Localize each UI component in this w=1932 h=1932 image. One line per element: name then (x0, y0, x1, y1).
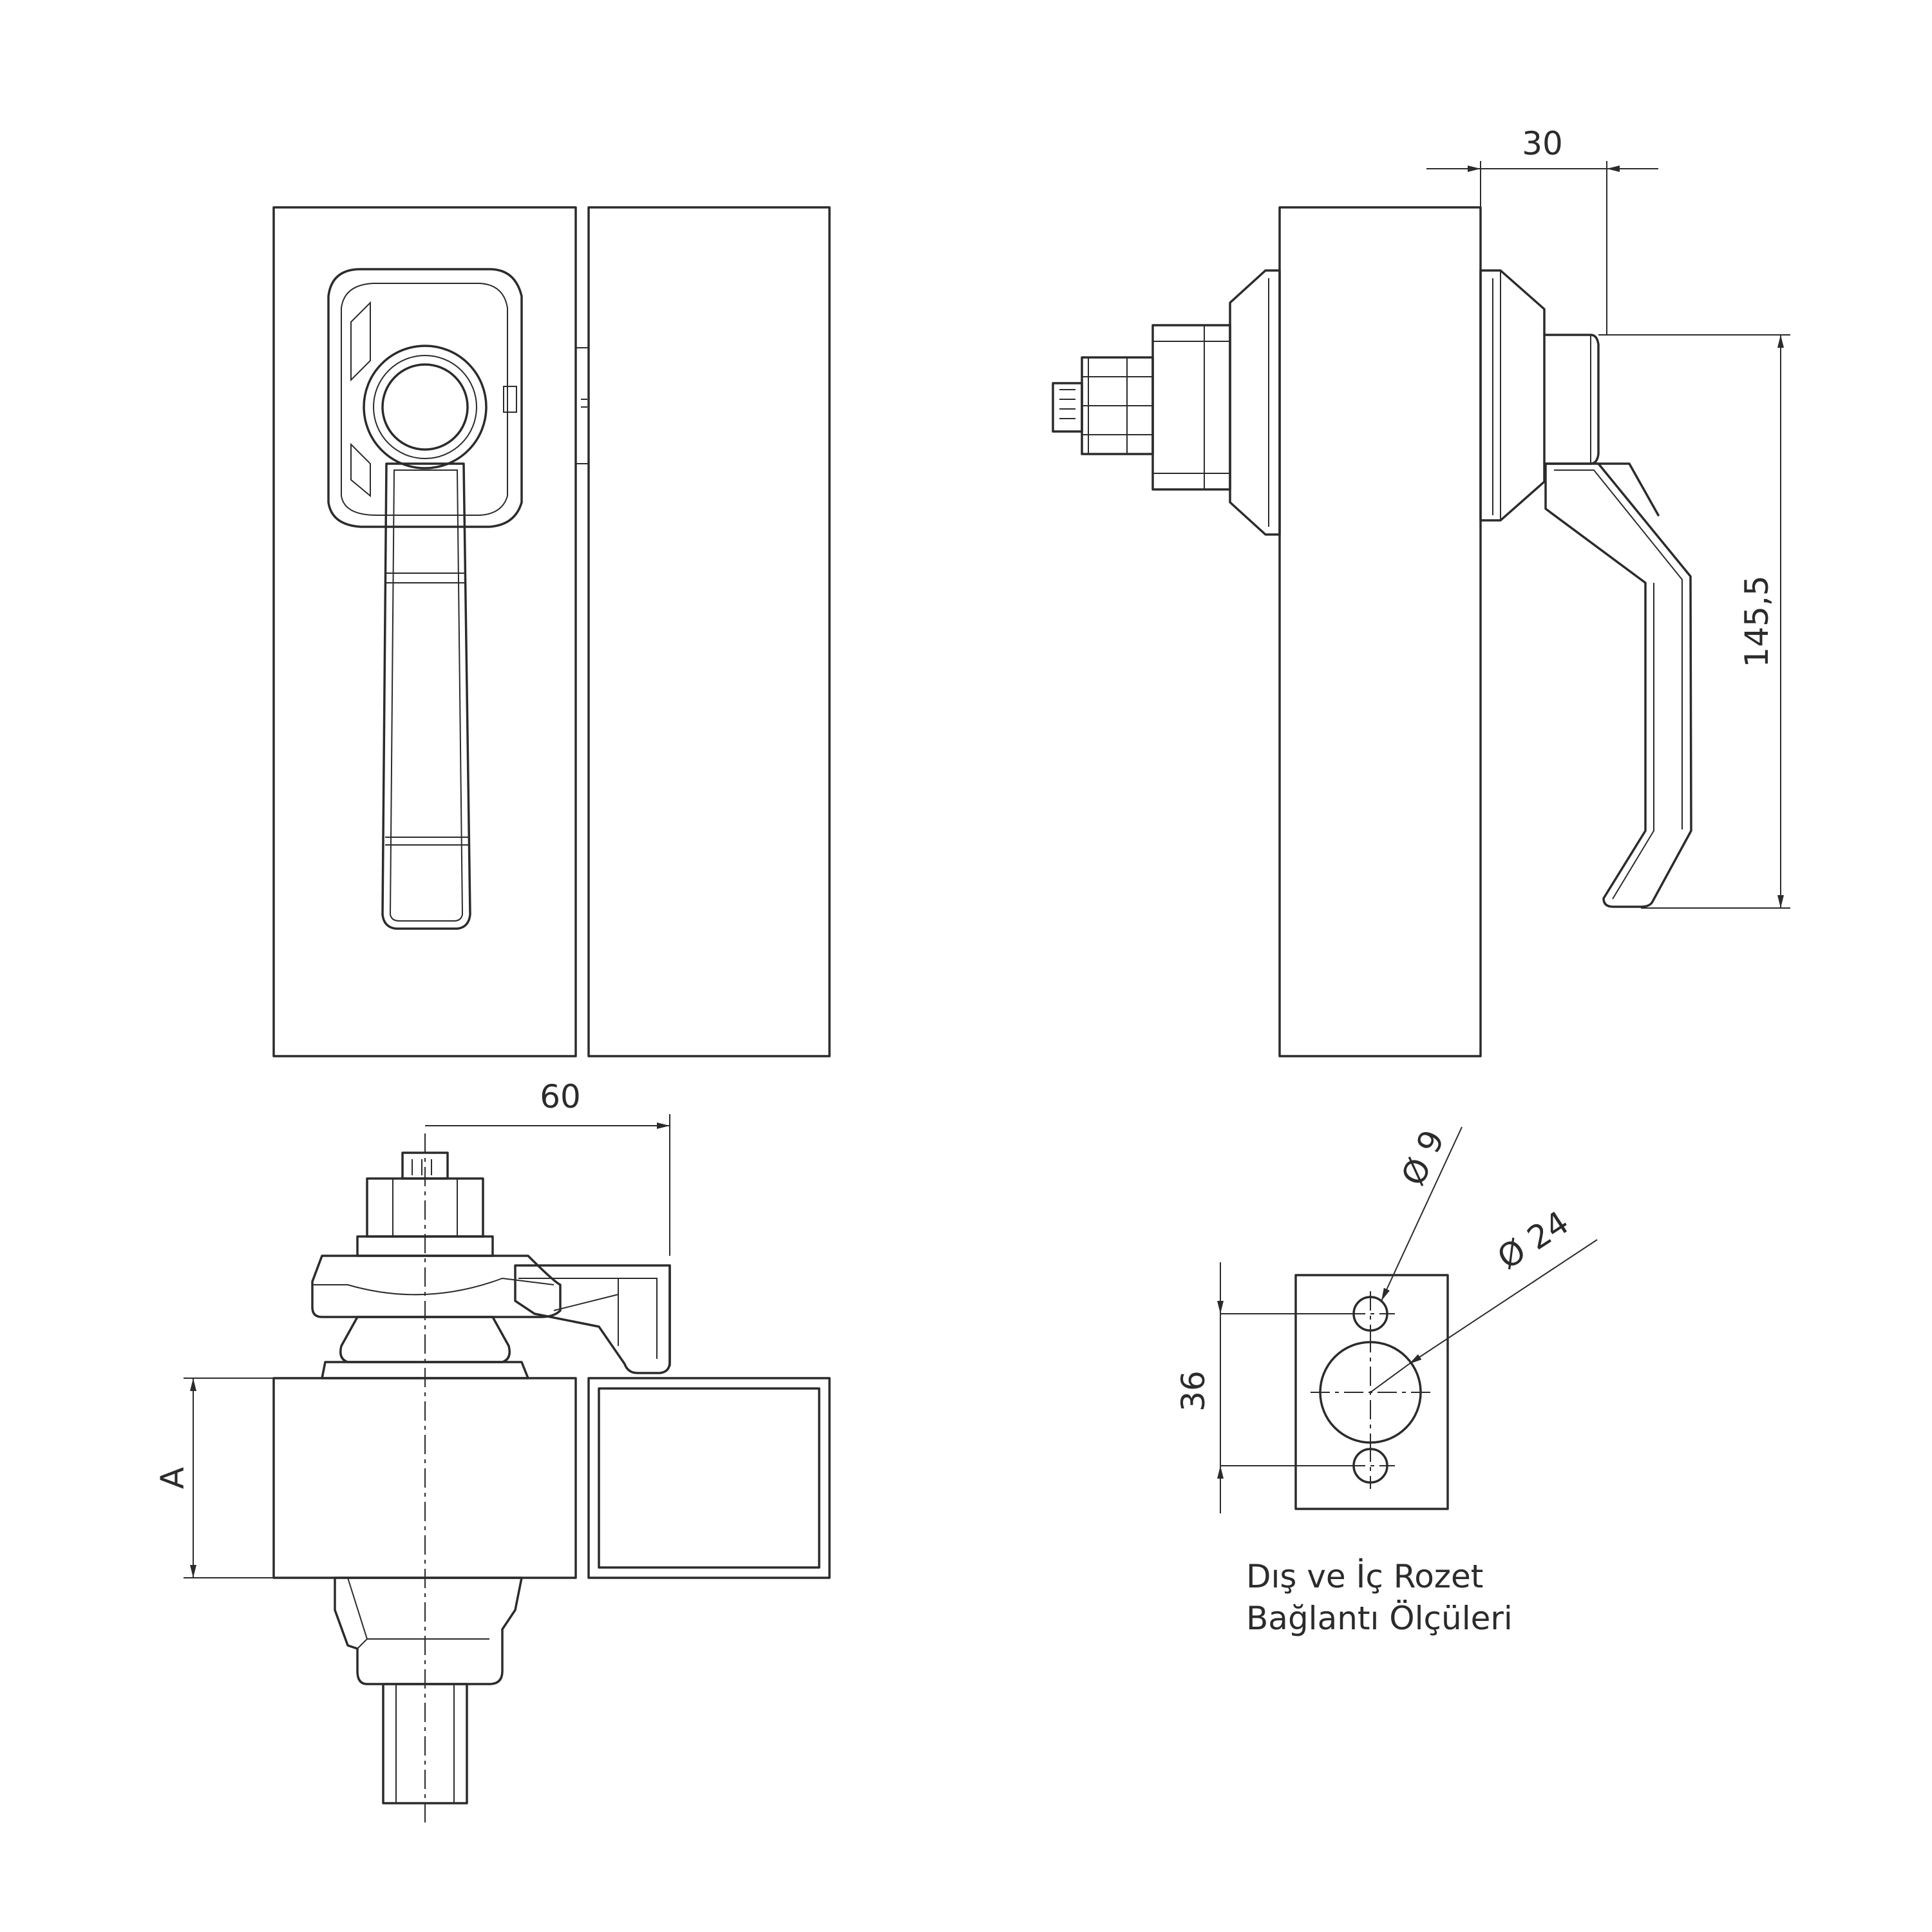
hole-24-label: Ø 24 (1491, 1204, 1575, 1276)
dimension-a: A (154, 1378, 274, 1578)
top-view: 60 A (154, 1078, 831, 1823)
front-view (272, 206, 831, 1057)
door-section-top-right (587, 1377, 831, 1579)
dimension-145-5-label: 145,5 (1738, 575, 1776, 667)
mounting-hole-pattern: 36 Ø 9 Ø 24 Dış ve İç Rozet Bağlantı Ölç… (1175, 1124, 1598, 1637)
lever-top (514, 1264, 671, 1374)
door-section-side (1278, 206, 1482, 1057)
dimension-36-label: 36 (1175, 1370, 1212, 1412)
hub-inner (381, 363, 469, 451)
gap-pin (581, 399, 587, 408)
door-panel-left (272, 206, 577, 1057)
shaft-bottom (334, 1577, 523, 1804)
side-view: 30 145,5 (1052, 125, 1790, 1057)
hub-ring (373, 355, 477, 459)
rosette-plate-outline (1294, 1274, 1449, 1510)
caption-line-1: Dış ve İç Rozet (1246, 1558, 1483, 1595)
caption-line-2: Bağlantı Ölçüleri (1246, 1600, 1513, 1637)
inner-rosette-side (1052, 269, 1281, 536)
dimension-30-label: 30 (1522, 125, 1563, 162)
dimension-a-label: A (154, 1467, 191, 1489)
lever-side (1544, 462, 1692, 908)
hole-9-label: Ø 9 (1394, 1124, 1452, 1191)
hub-outer (363, 345, 488, 469)
door-section-top-right-inner (598, 1387, 820, 1569)
dimension-60: 60 (425, 1078, 670, 1256)
door-panel-right (587, 206, 831, 1057)
lever-front (381, 462, 471, 930)
dimension-60-label: 60 (540, 1078, 581, 1115)
leader-hole-24: Ø 24 (1370, 1204, 1598, 1393)
panel-gap-strip (575, 347, 589, 464)
rosette-front (327, 268, 523, 528)
dimension-36: 36 (1175, 1262, 1352, 1513)
outer-rosette-side (1479, 269, 1660, 522)
dimension-145-5: 145,5 (1598, 334, 1790, 909)
rosette-top (311, 1255, 562, 1379)
dimension-30: 30 (1426, 125, 1658, 335)
